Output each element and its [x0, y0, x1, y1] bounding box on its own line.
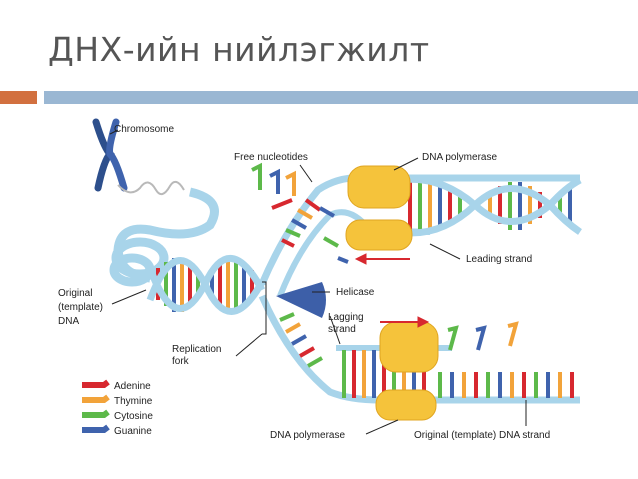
fork-bases — [279, 198, 323, 368]
label-lagging-strand-1: Lagging — [328, 312, 364, 323]
dna-polymerase-top — [345, 165, 413, 251]
direction-arrows — [354, 253, 430, 328]
chromatin-thread — [117, 180, 185, 196]
label-original-template-strand: Original (template) DNA strand — [414, 430, 550, 441]
label-dna-polymerase-bottom: DNA polymerase — [270, 430, 345, 441]
lower-template-strand — [258, 294, 580, 404]
label-free-nucleotides: Free nucleotides — [234, 152, 308, 163]
label-dna-polymerase-top: DNA polymerase — [422, 152, 497, 163]
label-replication-fork-2: fork — [172, 356, 190, 367]
slide-title: ДНХ-ийн нийлэгжилт — [48, 30, 430, 69]
label-chromosome: Chromosome — [114, 124, 174, 135]
legend-swatch-cytosine — [82, 409, 110, 418]
dna-polymerase-bottom — [375, 321, 439, 421]
helicase-shape — [276, 282, 326, 318]
free-nucleotides — [251, 162, 519, 351]
legend-label-guanine: Guanine — [114, 426, 152, 437]
label-replication-fork-1: Replication — [172, 344, 221, 355]
legend-swatch-guanine — [82, 424, 110, 433]
label-original-2: (template) — [58, 302, 103, 313]
title-accent-bar-blue — [44, 91, 638, 104]
legend-label-cytosine: Cytosine — [114, 411, 153, 422]
label-helicase: Helicase — [336, 287, 375, 298]
label-leading-strand: Leading strand — [466, 254, 532, 265]
lower-strand-bases — [342, 350, 574, 398]
leader-lines — [109, 129, 527, 435]
legend-swatch-adenine — [82, 379, 110, 388]
legend-label-adenine: Adenine — [114, 381, 151, 392]
upper-right-helix — [399, 175, 582, 237]
label-original-1: Original — [58, 288, 92, 299]
legend-label-thymine: Thymine — [114, 396, 153, 407]
label-lagging-strand-2: strand — [328, 324, 356, 335]
label-original-3: DNA — [58, 316, 79, 327]
chromosome-icon — [92, 118, 128, 192]
replication-fork-bracket — [262, 281, 267, 335]
legend-swatch-thymine — [82, 394, 110, 403]
original-helix — [146, 254, 266, 315]
title-accent-bar-orange — [0, 91, 37, 104]
